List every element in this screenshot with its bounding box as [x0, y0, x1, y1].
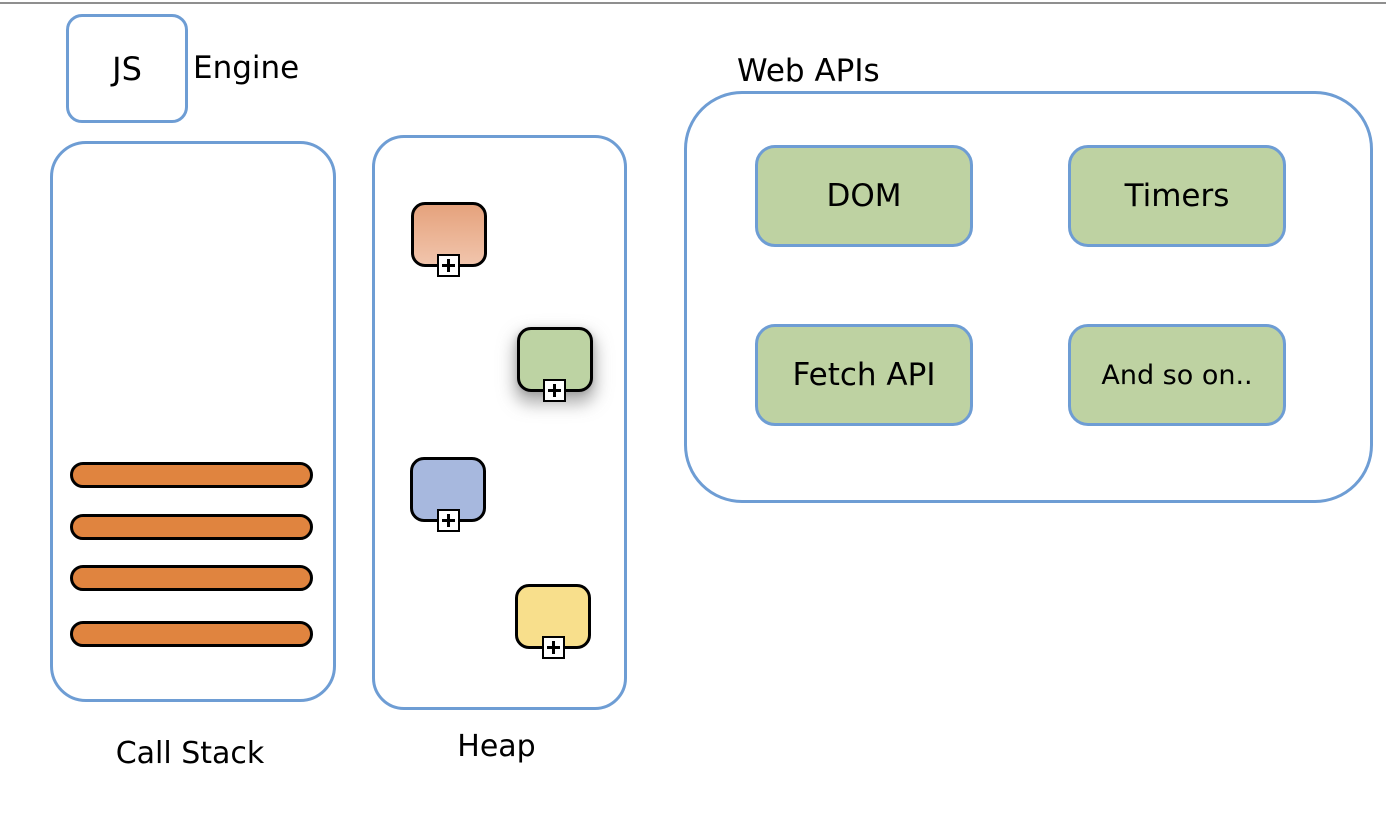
heap-label: Heap [457, 729, 536, 764]
call-stack-label: Call Stack [115, 736, 265, 771]
plus-icon [439, 256, 458, 275]
expand-connector-button[interactable] [437, 509, 460, 532]
js-logo-box: JS [66, 14, 188, 123]
js-logo-label: JS [112, 49, 142, 88]
plus-icon [439, 511, 458, 530]
plus-icon [545, 381, 564, 400]
web-api-dom-label: DOM [826, 178, 902, 214]
web-api-fetch-label: Fetch API [792, 357, 936, 393]
web-api-and-so-on: And so on.. [1068, 324, 1286, 426]
expand-connector-button[interactable] [543, 379, 566, 402]
web-api-timers-label: Timers [1124, 178, 1230, 214]
engine-label: Engine [193, 50, 300, 86]
web-api-and-so-on-label: And so on.. [1101, 359, 1253, 391]
expand-connector-button[interactable] [542, 636, 565, 659]
call-stack-container [50, 141, 336, 702]
stack-frame [70, 565, 313, 591]
window-top-edge [0, 2, 1386, 4]
stack-frame [70, 462, 313, 488]
web-apis-title: Web APIs [737, 53, 880, 89]
web-api-dom: DOM [755, 145, 973, 247]
stack-frame [70, 514, 313, 540]
stack-frame [70, 621, 313, 647]
plus-icon [544, 638, 563, 657]
web-api-fetch: Fetch API [755, 324, 973, 426]
expand-connector-button[interactable] [437, 254, 460, 277]
web-api-timers: Timers [1068, 145, 1286, 247]
